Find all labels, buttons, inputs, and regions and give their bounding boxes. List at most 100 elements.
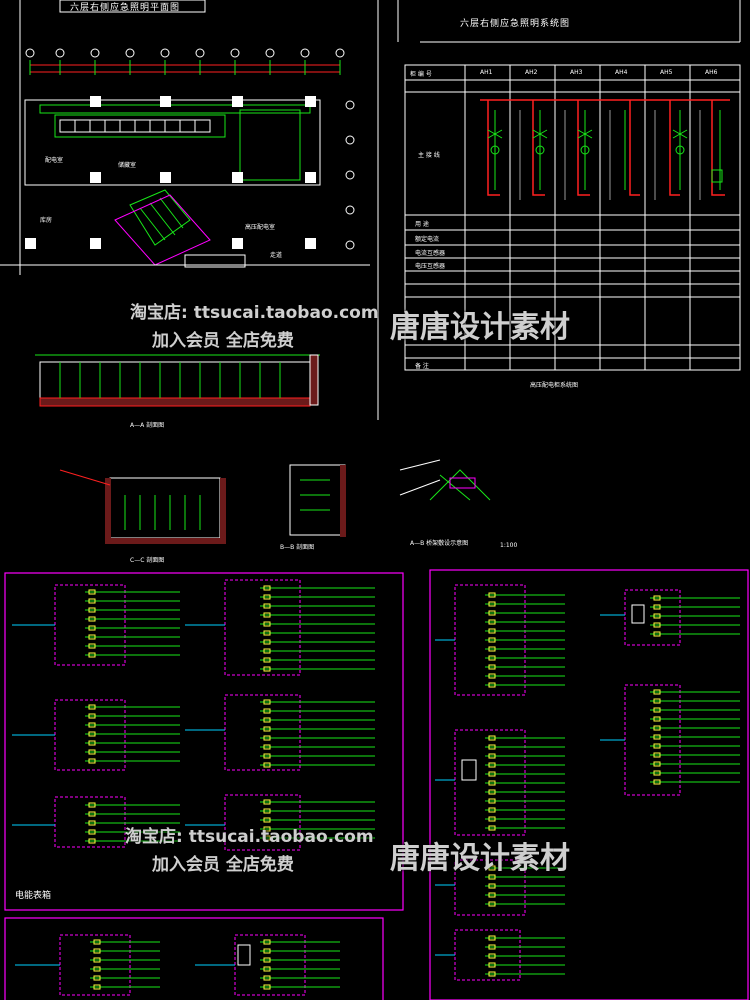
breaker-symbol <box>653 613 661 619</box>
watermark-member-top: 加入会员 全店免费 <box>152 331 294 351</box>
breaker-symbol <box>263 603 271 609</box>
breaker-symbol <box>653 622 661 628</box>
table-row-label: 电流互感器 <box>415 250 446 257</box>
breaker-symbol <box>88 802 96 808</box>
breaker-symbol <box>488 601 496 607</box>
breaker-symbol <box>263 699 271 705</box>
breaker-symbol <box>653 770 661 776</box>
breaker-symbol <box>263 762 271 768</box>
breaker-symbol <box>653 743 661 749</box>
breaker-symbol <box>88 704 96 710</box>
breaker-symbol <box>88 598 96 604</box>
breaker-symbol <box>263 735 271 741</box>
floor-plan <box>0 48 370 268</box>
top-left-sheet <box>19 0 379 420</box>
breaker-symbol <box>93 975 101 981</box>
breaker-symbol <box>488 753 496 759</box>
breaker-symbol <box>263 630 271 636</box>
breaker-symbol <box>263 939 271 945</box>
meter-box-label: 电能表箱 <box>15 891 52 901</box>
cable-title-label: 高压配电柜系统图 <box>530 382 579 389</box>
room-d-label: 高压配电室 <box>245 224 276 231</box>
system-title: 六层右侧应急照明系统图 <box>460 19 571 29</box>
breaker-symbol <box>88 838 96 844</box>
breaker-symbol <box>263 639 271 645</box>
table-row-label: 备 注 <box>415 363 429 370</box>
breaker-symbol <box>263 726 271 732</box>
detail-label: A—B 桥架敷设示意图 <box>410 540 469 547</box>
breaker-symbol <box>88 829 96 835</box>
breaker-symbol <box>263 708 271 714</box>
room-b-label: 储藏室 <box>118 162 137 169</box>
table-col-id: AH4 <box>615 69 628 76</box>
breaker-symbol <box>263 753 271 759</box>
watermark-member-bottom: 加入会员 全店免费 <box>152 855 294 875</box>
breaker-symbol <box>488 874 496 880</box>
breaker-symbol <box>93 966 101 972</box>
section-a-drawing <box>35 354 320 407</box>
scale-label: 1:100 <box>500 542 518 549</box>
breaker-symbol <box>488 592 496 598</box>
breaker-symbol <box>88 652 96 658</box>
breaker-symbol <box>488 892 496 898</box>
breaker-symbol <box>488 789 496 795</box>
breaker-symbol <box>263 717 271 723</box>
breaker-symbol <box>488 883 496 889</box>
table-col-id: AH2 <box>525 69 538 76</box>
breaker-symbol <box>263 984 271 990</box>
breaker-symbol <box>488 953 496 959</box>
watermark-shop-top: 淘宝店: ttsucai.taobao.com <box>130 303 379 323</box>
breaker-symbol <box>488 825 496 831</box>
breaker-symbol <box>88 643 96 649</box>
table-row-label: 用 途 <box>415 221 429 228</box>
breaker-symbol <box>488 807 496 813</box>
breaker-symbol <box>88 811 96 817</box>
breaker-symbol <box>653 761 661 767</box>
breaker-symbol <box>488 780 496 786</box>
breaker-symbol <box>88 820 96 826</box>
breaker-symbol <box>488 816 496 822</box>
breaker-symbol <box>653 725 661 731</box>
breaker-symbol <box>88 634 96 640</box>
breaker-symbol <box>263 585 271 591</box>
breaker-symbol <box>653 734 661 740</box>
table-row-label: 电压互感器 <box>415 263 446 270</box>
table-col-id: AH1 <box>480 69 493 76</box>
breaker-symbol <box>263 835 271 841</box>
breaker-symbol <box>653 752 661 758</box>
breaker-symbol <box>653 707 661 713</box>
section-c-label: C—C 剖面图 <box>130 557 165 564</box>
breaker-symbol <box>653 595 661 601</box>
room-a-label: 配电室 <box>45 157 64 164</box>
section-b-label: B—B 剖面图 <box>280 544 315 551</box>
breaker-symbol <box>263 744 271 750</box>
breaker-symbol <box>488 646 496 652</box>
table-header-label: 柜 编 号 <box>410 71 432 78</box>
breaker-symbol <box>88 625 96 631</box>
breaker-symbol <box>263 966 271 972</box>
breaker-symbol <box>263 657 271 663</box>
table-row-label: 额定电流 <box>415 236 440 243</box>
top-right-sheet <box>397 0 741 43</box>
watermark-brand-top: 唐唐设计素材 <box>390 310 570 345</box>
breaker-symbol <box>488 628 496 634</box>
breaker-symbol <box>653 716 661 722</box>
meter-box-sheet <box>4 569 749 1000</box>
breaker-symbol <box>263 975 271 981</box>
corridor-label: 走道 <box>270 252 283 259</box>
breaker-symbol <box>488 664 496 670</box>
breaker-symbol <box>488 935 496 941</box>
breaker-symbol <box>488 944 496 950</box>
breaker-symbol <box>653 631 661 637</box>
floor-plan-title: 六层右侧应急照明平面图 <box>70 3 181 13</box>
breaker-symbol <box>488 762 496 768</box>
breaker-symbol <box>653 689 661 695</box>
detail-drawing <box>399 459 491 501</box>
breaker-symbol <box>488 655 496 661</box>
breaker-symbol <box>488 798 496 804</box>
breaker-symbol <box>263 948 271 954</box>
breaker-symbol <box>263 648 271 654</box>
table-row-label: 主 接 线 <box>418 152 440 159</box>
breaker-symbol <box>88 722 96 728</box>
